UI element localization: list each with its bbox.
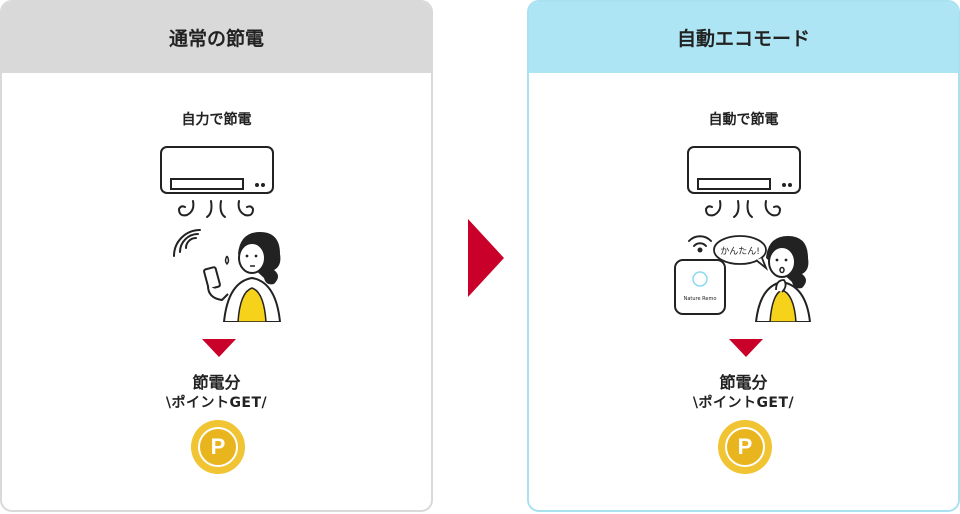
reward-text: 節電分 — [719, 373, 768, 392]
panel-header: 自動エコモード — [529, 2, 958, 73]
point-get-text: \ポイントGET/ — [165, 395, 268, 411]
device-label: Nature Remo — [683, 296, 717, 302]
panel-subtitle: 自力で節電 — [181, 112, 252, 128]
wind-icon — [704, 200, 782, 218]
reward-text: 節電分 — [192, 373, 241, 392]
down-arrow-icon — [202, 339, 236, 357]
wifi-signal-icon — [173, 229, 201, 257]
nature-remo-device-icon — [674, 259, 726, 315]
next-arrow-icon — [468, 219, 504, 297]
auto-scene: かんたん! Nature Remo — [672, 228, 822, 322]
point-coin-icon: P — [191, 420, 245, 474]
air-conditioner-icon — [687, 146, 801, 218]
coin-symbol: P — [725, 427, 765, 467]
nature-remo-scene-illustration — [674, 235, 812, 322]
air-conditioner-icon — [160, 146, 274, 218]
wind-icon — [177, 200, 255, 218]
normal-saving-panel: 通常の節電 自力で節電 — [0, 0, 433, 512]
point-coin-icon: P — [718, 420, 772, 474]
coin-symbol: P — [198, 427, 238, 467]
wifi-signal-icon — [688, 235, 712, 253]
auto-eco-mode-panel: 自動エコモード 自動で節電 — [527, 0, 960, 512]
smartphone-icon — [203, 266, 221, 290]
woman-with-phone-illustration — [173, 229, 282, 322]
speech-bubble-text: かんたん! — [720, 247, 760, 257]
panel-header: 通常の節電 — [2, 2, 431, 73]
point-get-text: \ポイントGET/ — [692, 395, 795, 411]
down-arrow-icon — [729, 339, 763, 357]
panel-subtitle: 自動で節電 — [708, 112, 779, 128]
